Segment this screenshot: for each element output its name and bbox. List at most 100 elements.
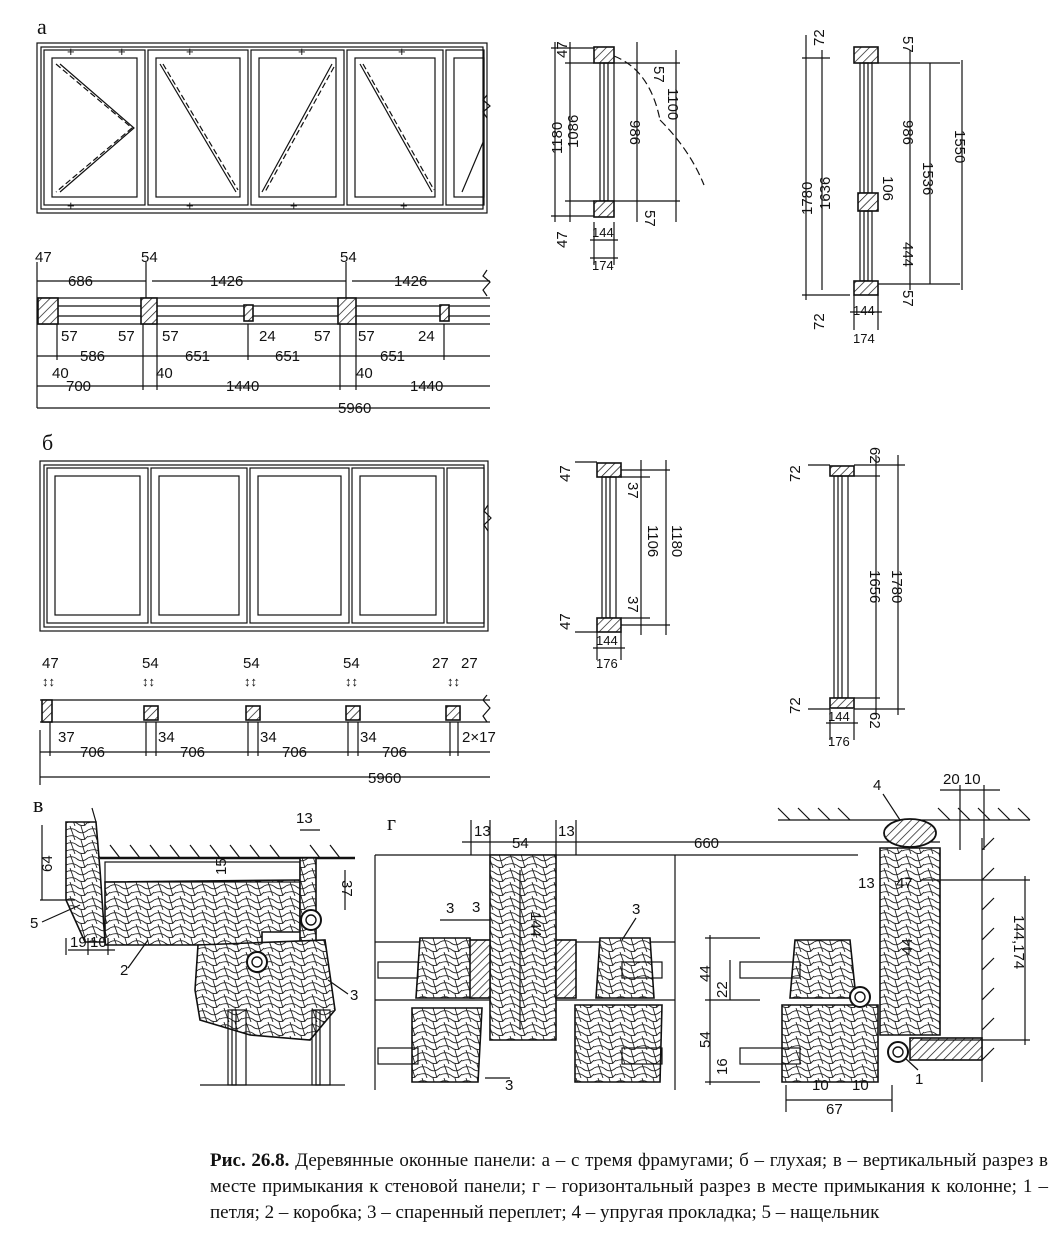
dimension-label: 72 bbox=[811, 313, 828, 330]
dimension-label: 72 bbox=[787, 465, 804, 482]
dimension-label: 13 bbox=[474, 823, 491, 840]
dimension-label: 651 bbox=[380, 348, 405, 365]
dimension-label: 144,174 bbox=[1010, 915, 1027, 969]
dimension-label: 1656 bbox=[866, 570, 883, 603]
svg-text:+: + bbox=[118, 44, 126, 59]
dimension-label: 706 bbox=[80, 744, 105, 761]
detail-g: 13 54 13 660 3 3 144 3 3 44 22 54 16 10 … bbox=[374, 771, 1031, 1118]
dimension-label: 19 bbox=[70, 934, 87, 951]
label-g: г bbox=[387, 810, 396, 835]
label-a: а bbox=[37, 14, 47, 39]
dimension-label: 144 bbox=[853, 303, 875, 318]
dimension-label: 1536 bbox=[919, 162, 936, 195]
dimension-label: 686 bbox=[68, 273, 93, 290]
svg-text:↕↕: ↕↕ bbox=[447, 674, 460, 689]
callout-5: 5 bbox=[30, 915, 38, 932]
dimension-label: 57 bbox=[314, 328, 331, 345]
dimension-label: 37 bbox=[338, 880, 355, 897]
svg-text:+: + bbox=[290, 198, 298, 213]
dimension-label: 54 bbox=[512, 835, 529, 852]
dimension-label: 34 bbox=[360, 729, 377, 746]
dimension-label: 651 bbox=[185, 348, 210, 365]
svg-text:↕↕: ↕↕ bbox=[345, 674, 358, 689]
section-b-right: 72 72 62 62 1656 1780 144 176 bbox=[787, 447, 905, 749]
callout-3: 3 bbox=[350, 987, 358, 1004]
dimension-label: 3 bbox=[446, 900, 454, 917]
dimension-label: 27 bbox=[432, 655, 449, 672]
dimension-label: 57 bbox=[641, 210, 658, 227]
dimension-label: 47 bbox=[557, 465, 574, 482]
dimension-label: 1550 bbox=[951, 130, 968, 163]
dimension-label: 47 bbox=[35, 249, 52, 266]
svg-text:+: + bbox=[67, 44, 75, 59]
dimension-label: 54 bbox=[340, 249, 357, 266]
dimension-label: 1180 bbox=[549, 122, 566, 154]
dimension-label: 57 bbox=[118, 328, 135, 345]
dimension-label: 13 bbox=[558, 823, 575, 840]
dimension-label: 44 bbox=[697, 965, 714, 982]
dimension-label: 47 bbox=[896, 875, 913, 892]
dimension-label: 37 bbox=[58, 729, 75, 746]
dimension-label: 10 bbox=[90, 934, 107, 951]
dimension-label: 72 bbox=[811, 29, 828, 46]
svg-text:+: + bbox=[67, 198, 75, 213]
dimension-label: 72 bbox=[787, 697, 804, 714]
svg-text:+: + bbox=[186, 198, 194, 213]
dimension-label: 651 bbox=[275, 348, 300, 365]
dimension-label: 5960 bbox=[338, 400, 371, 417]
dimension-label: 1440 bbox=[410, 378, 443, 395]
dimension-label: 1440 bbox=[226, 378, 259, 395]
dimension-label: 34 bbox=[260, 729, 277, 746]
dimension-label: 1636 bbox=[817, 177, 834, 210]
dimension-label: 57 bbox=[650, 66, 667, 83]
dimension-label: 444 bbox=[899, 242, 916, 267]
dimension-label: 40 bbox=[156, 365, 173, 382]
dimension-label: 22 bbox=[714, 981, 731, 998]
dimension-label: 1100 bbox=[664, 88, 681, 120]
dimension-label: 67 bbox=[826, 1101, 843, 1118]
elevation-b bbox=[39, 460, 492, 632]
dimension-label: 1426 bbox=[394, 273, 427, 290]
technical-drawing: а ++ ++ + ++ ++ bbox=[30, 14, 1031, 1118]
dimension-label: 24 bbox=[418, 328, 435, 345]
svg-text:↕↕: ↕↕ bbox=[244, 674, 257, 689]
svg-text:+: + bbox=[398, 44, 406, 59]
dimension-label: 706 bbox=[382, 744, 407, 761]
dimension-label: 706 bbox=[180, 744, 205, 761]
label-b: б bbox=[42, 430, 53, 455]
dimension-label: 64 bbox=[39, 855, 56, 872]
dimension-label: 3 bbox=[505, 1077, 513, 1094]
dimension-label: 986 bbox=[899, 120, 916, 145]
dimension-label: 57 bbox=[61, 328, 78, 345]
dimension-label: 1426 bbox=[210, 273, 243, 290]
dimension-label: 144 bbox=[592, 225, 614, 240]
dimension-label: 34 bbox=[158, 729, 175, 746]
dimension-label: 20 10 bbox=[943, 771, 981, 788]
plan-a: 47 54 54 686 1426 1426 57 57 57 24 57 57… bbox=[35, 249, 491, 417]
section-a-vertical: 47 1180 1086 47 57 986 1100 57 144 174 bbox=[549, 41, 705, 273]
dimension-label: 5960 bbox=[368, 770, 401, 787]
dimension-label: 44 bbox=[899, 938, 916, 955]
svg-text:+: + bbox=[400, 198, 408, 213]
figure-number: Рис. 26.8. bbox=[210, 1150, 290, 1171]
dimension-label: 40 bbox=[52, 365, 69, 382]
dimension-label: 13 bbox=[296, 810, 313, 827]
dimension-label: 176 bbox=[596, 656, 618, 671]
svg-text:+: + bbox=[186, 44, 194, 59]
plan-b: 47 54 54 54 27 27 ↕↕↕↕ ↕↕↕↕ ↕↕ 37 706 34… bbox=[39, 655, 496, 787]
dimension-label: 57 bbox=[899, 36, 916, 53]
section-a-right: 72 1780 1636 72 57 986 106 1536 1550 444… bbox=[799, 29, 968, 346]
dimension-label: 54 bbox=[142, 655, 159, 672]
dimension-label: 586 bbox=[80, 348, 105, 365]
figure-caption: Рис. 26.8. Деревянные оконные панели: а … bbox=[210, 1148, 1048, 1226]
svg-text:↕↕: ↕↕ bbox=[142, 674, 155, 689]
detail-v: 64 15 13 37 19 10 5 2 3 bbox=[30, 807, 358, 1086]
dimension-label: 660 bbox=[694, 835, 719, 852]
dimension-label: 54 bbox=[243, 655, 260, 672]
dimension-label: 47 bbox=[554, 231, 571, 248]
dimension-label: 10 bbox=[852, 1077, 869, 1094]
dimension-label: 24 bbox=[259, 328, 276, 345]
dimension-label: 174 bbox=[853, 331, 875, 346]
dimension-label: 16 bbox=[714, 1058, 731, 1075]
dimension-label: 62 bbox=[866, 447, 883, 464]
